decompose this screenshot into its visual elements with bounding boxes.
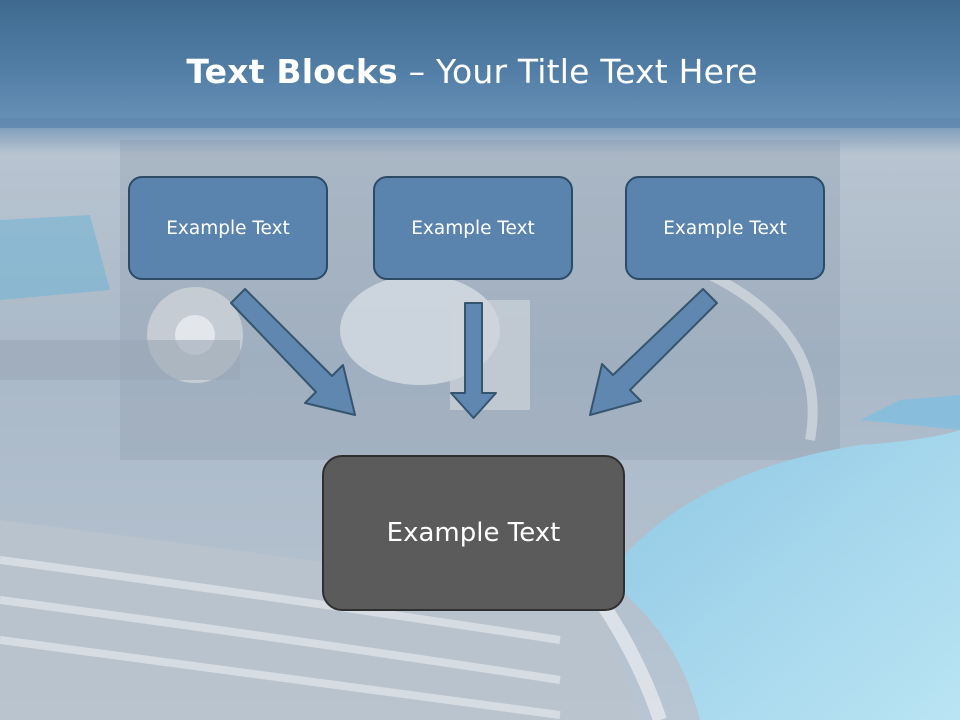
title-band-fade: [0, 118, 960, 154]
slide-title: Text Blocks – Your Title Text Here: [0, 52, 944, 91]
text-block-right[interactable]: Example Text: [625, 176, 825, 280]
slide-title-bold: Text Blocks: [186, 52, 398, 91]
text-block-center[interactable]: Example Text: [373, 176, 573, 280]
slide-title-rest: – Your Title Text Here: [397, 52, 758, 91]
text-block-main[interactable]: Example Text: [322, 455, 625, 611]
title-band: [0, 0, 960, 128]
text-block-left[interactable]: Example Text: [128, 176, 328, 280]
